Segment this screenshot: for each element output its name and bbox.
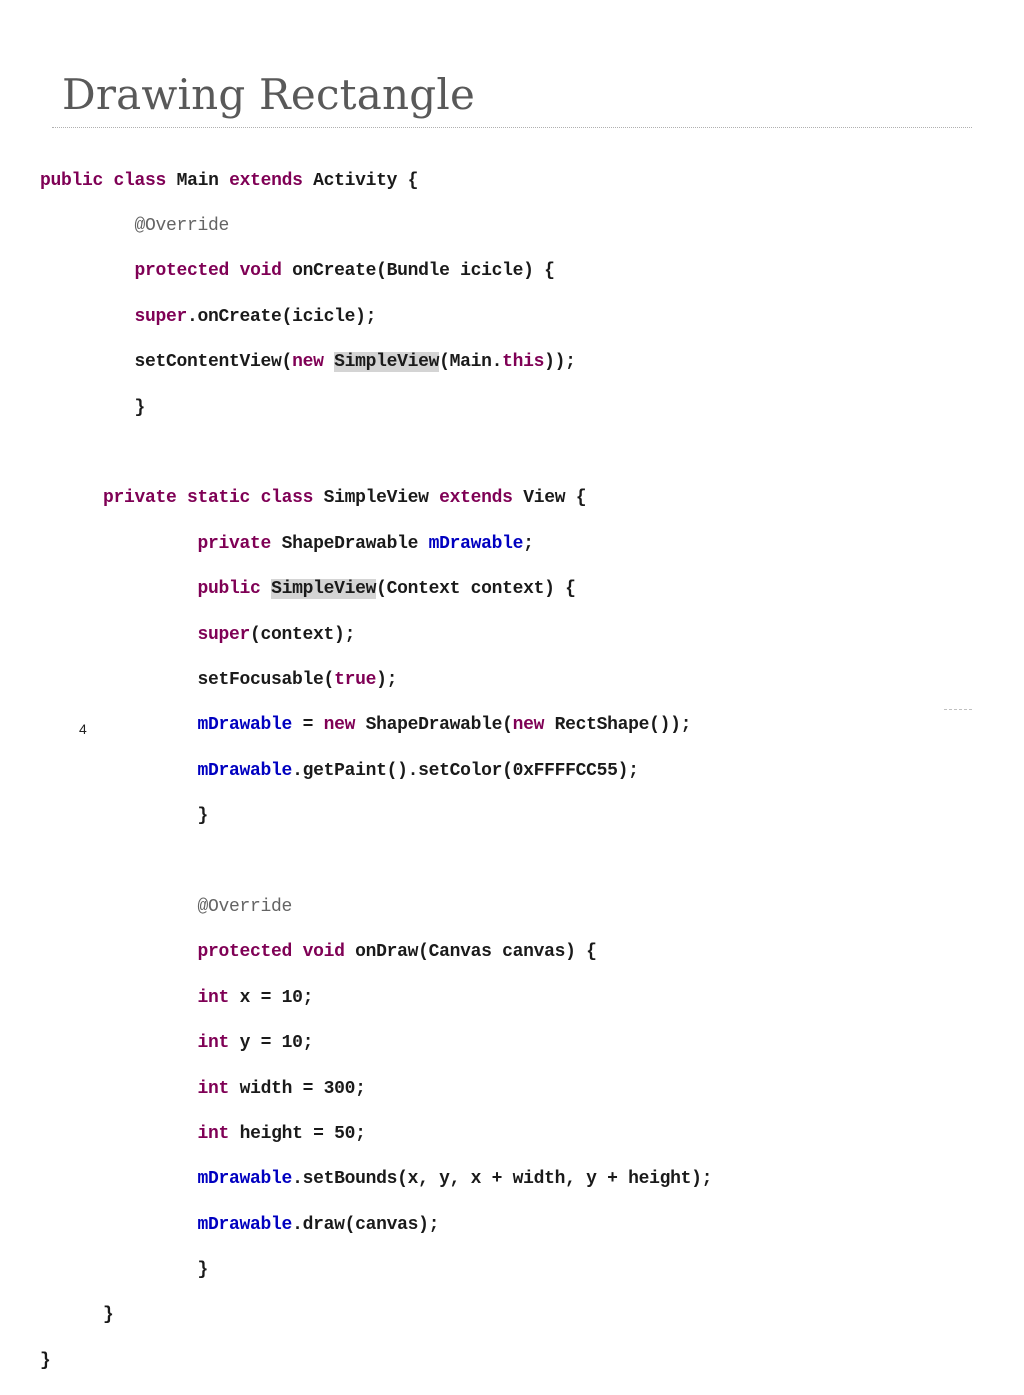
code-line-6: }	[134, 397, 146, 418]
code-line-blank-1	[40, 442, 712, 465]
highlighted-identifier: SimpleView	[334, 352, 440, 373]
code-line-18: int y = 10;	[197, 1033, 314, 1054]
code-line-17: int x = 10;	[197, 987, 314, 1008]
code-block: public class Main extends Activity { @Ov…	[40, 147, 712, 1395]
code-line-19: int width = 300;	[197, 1078, 366, 1099]
code-line-23: }	[197, 1260, 209, 1281]
code-line-16: protected void onDraw(Canvas canvas) {	[197, 942, 597, 963]
title-divider	[52, 127, 972, 128]
code-line-7: private static class SimpleView extends …	[103, 488, 587, 509]
code-line-13: mDrawable.getPaint().setColor(0xFFFFCC55…	[197, 760, 639, 781]
code-line-14: }	[197, 806, 209, 827]
code-line-blank-2	[40, 851, 712, 874]
code-line-11: setFocusable(true);	[197, 670, 398, 690]
code-line-5: setContentView(new SimpleView(Main.this)…	[134, 352, 576, 373]
code-line-4: super.onCreate(icicle);	[134, 306, 377, 327]
code-line-12: mDrawable = new ShapeDrawable(new RectSh…	[197, 715, 692, 736]
code-line-22: mDrawable.draw(canvas);	[197, 1214, 440, 1235]
code-line-21: mDrawable.setBounds(x, y, x + width, y +…	[197, 1169, 713, 1190]
code-line-9: public SimpleView(Context context) {	[197, 579, 576, 600]
code-line-20: int height = 50;	[197, 1123, 366, 1144]
highlighted-identifier: SimpleView	[271, 579, 377, 600]
code-line-2: @Override	[134, 216, 230, 237]
code-line-10: super(context);	[197, 624, 356, 645]
code-line-8: private ShapeDrawable mDrawable;	[197, 533, 534, 554]
code-line-24: }	[103, 1305, 114, 1326]
slide-title: Drawing Rectangle	[62, 70, 476, 119]
corner-decoration	[944, 709, 972, 710]
page-number: 4	[79, 721, 87, 737]
code-line-25: }	[40, 1350, 51, 1371]
code-line-3: protected void onCreate(Bundle icicle) {	[134, 261, 555, 282]
code-line-15: @Override	[197, 896, 293, 917]
code-line-1: public class Main extends Activity {	[40, 170, 419, 191]
